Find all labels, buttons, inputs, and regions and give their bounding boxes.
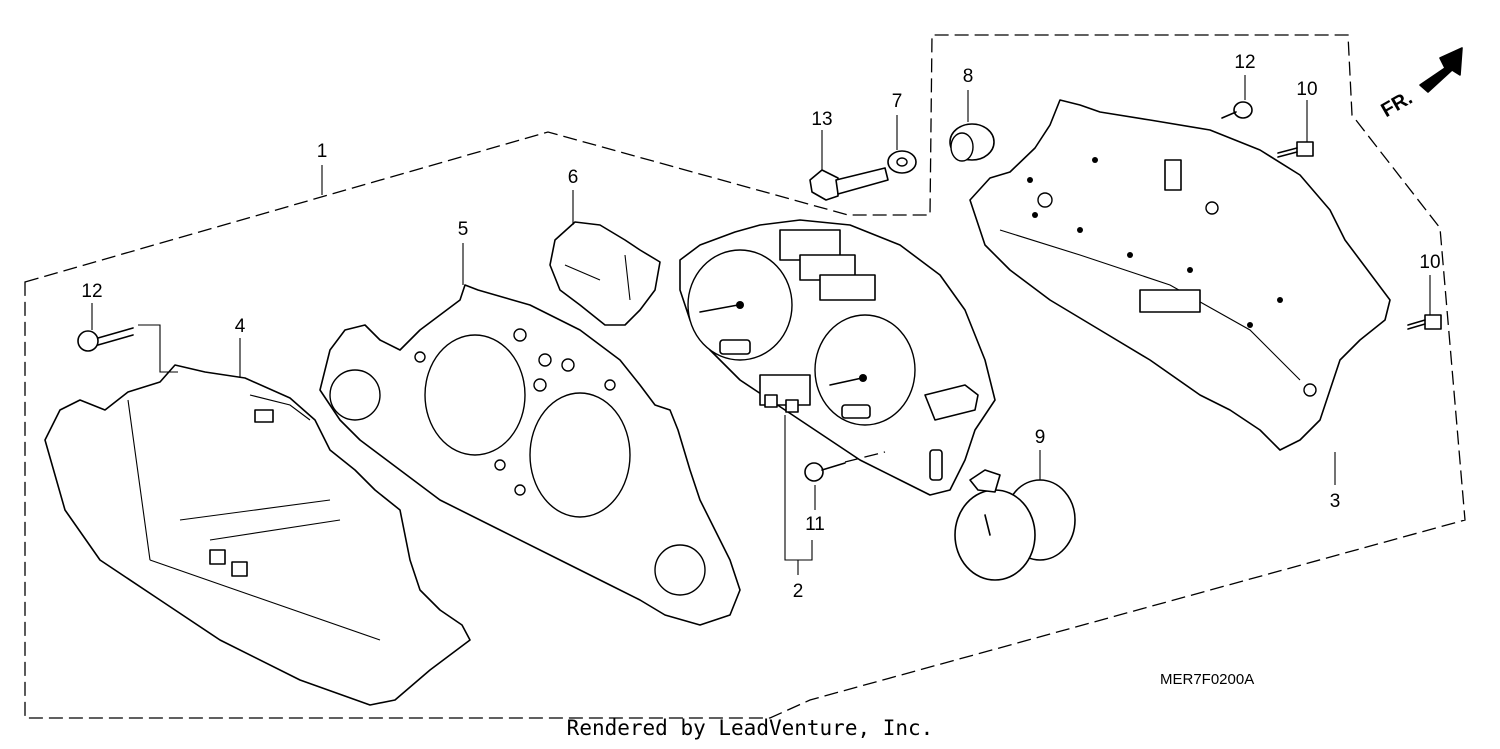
- meter-case-part[interactable]: [969, 99, 1391, 451]
- leader-lines: [91, 75, 1431, 575]
- screw-10-lower-part[interactable]: [1407, 314, 1442, 330]
- callout-2: 2: [793, 581, 804, 602]
- callout-6: 6: [568, 167, 579, 188]
- screw-12-left-part[interactable]: [77, 327, 134, 352]
- assembly-boundary: [24, 34, 1466, 719]
- screw-11-part[interactable]: [804, 462, 846, 482]
- front-direction-label: FR.: [1377, 87, 1416, 122]
- grommet-part[interactable]: [949, 123, 995, 162]
- gauge-housing-part[interactable]: [549, 221, 661, 326]
- screw-10-upper-part[interactable]: [1277, 141, 1314, 158]
- gauge-unit-part[interactable]: [954, 469, 1076, 581]
- washer-part[interactable]: [887, 150, 917, 174]
- meter-visor-part[interactable]: [44, 364, 471, 706]
- bolt-part[interactable]: [809, 167, 889, 201]
- screw-12-right-part[interactable]: [1221, 101, 1253, 119]
- callout-10-lower: 10: [1419, 252, 1440, 273]
- callout-5: 5: [458, 219, 469, 240]
- callout-12-left: 12: [81, 281, 102, 302]
- callout-12-right: 12: [1234, 52, 1255, 73]
- callout-4: 4: [235, 316, 246, 337]
- callout-10-upper: 10: [1296, 79, 1317, 100]
- diagram-code: MER7F0200A: [1160, 671, 1254, 688]
- callout-9: 9: [1035, 427, 1046, 448]
- front-direction-arrow-icon: [1419, 47, 1463, 93]
- callout-3: 3: [1330, 491, 1341, 512]
- callout-7: 7: [892, 91, 903, 112]
- meter-panel-part[interactable]: [319, 284, 741, 626]
- footer-credit: Rendered by LeadVenture, Inc.: [566, 716, 934, 740]
- callout-1: 1: [317, 141, 328, 162]
- meter-assembly-part[interactable]: [679, 219, 996, 496]
- callout-11: 11: [805, 514, 825, 535]
- callout-8: 8: [963, 66, 974, 87]
- callout-13: 13: [811, 109, 832, 130]
